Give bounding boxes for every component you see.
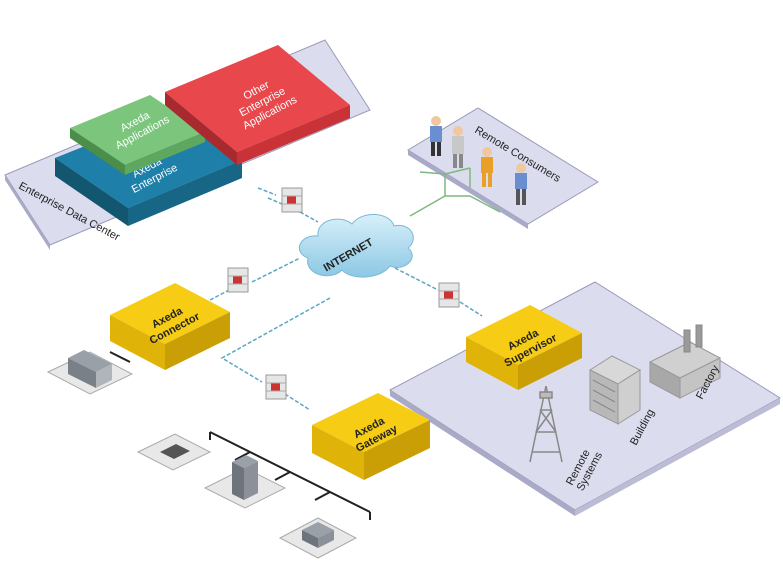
axeda-supervisor-block: Axeda Supervisor [466,305,582,390]
factory-icon [648,324,722,399]
firewall-icon [438,282,460,308]
firewall-icon [227,267,249,293]
consumer-links [409,167,501,217]
building-icon [588,355,642,425]
axeda-applications-block: Axeda Applications [70,95,205,175]
controller-icon [136,433,212,471]
remote-consumers: Remote Consumers [407,107,599,229]
person-icon [481,147,493,187]
axeda-connector-block: Axeda Connector [110,283,230,370]
person-icon [515,163,527,205]
link-lines [209,187,483,411]
axeda-gateway-block: Axeda Gateway [312,393,430,480]
radio-tower-icon [529,385,563,463]
device-box-icon [278,517,358,559]
internet-cloud: INTERNET [298,214,414,278]
server-icon [46,350,134,395]
firewall-icon [265,374,287,400]
gateway-bus [209,431,371,520]
firewall-icon [281,187,303,213]
connector-cable [109,351,131,363]
server-tower-icon [203,455,287,509]
person-icon [430,116,442,156]
enterprise-data-center: Enterprise Data Center Axeda Enterprise … [4,39,371,250]
person-icon [452,126,464,168]
other-enterprise-applications-block: Other Enterprise Applications [165,45,350,165]
